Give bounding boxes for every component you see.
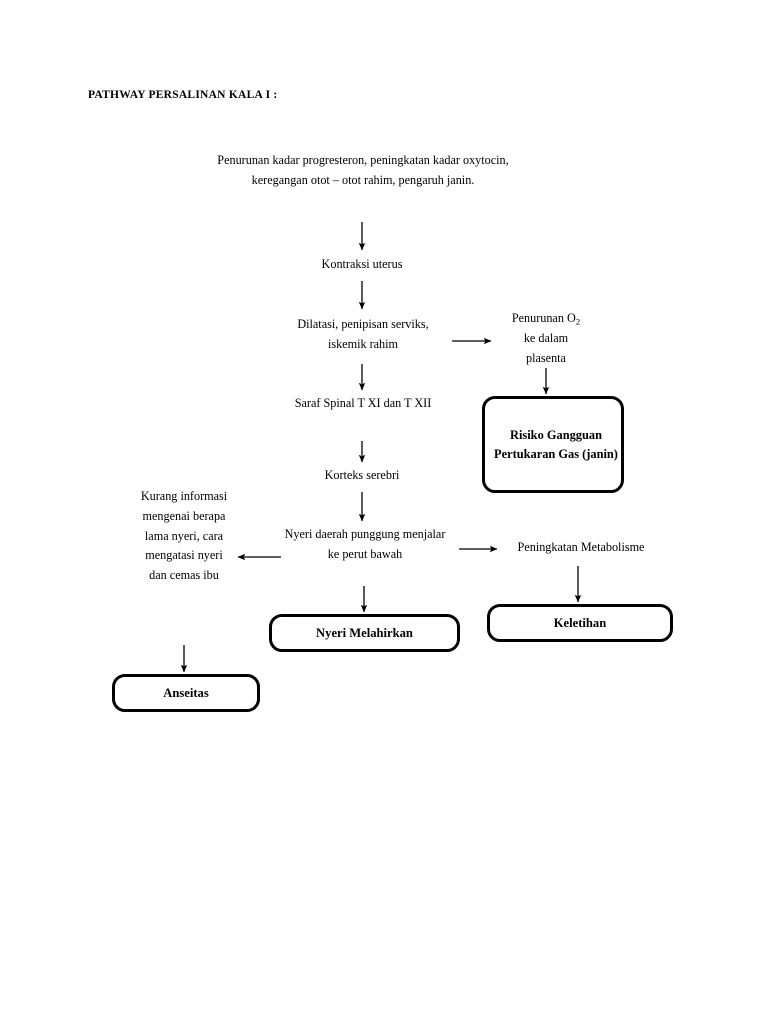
node-kontraksi-uterus: Kontraksi uterus (321, 257, 403, 271)
node-nyeri-punggung: Nyeri daerah punggung menjalar ke perut … (284, 527, 446, 561)
box-risiko-gangguan-pertukaran-gas[interactable]: Risiko Gangguan Pertukaran Gas (janin) (482, 396, 624, 493)
box-keletihan-label: Keletihan (553, 615, 607, 630)
box-keletihan[interactable]: Keletihan (487, 604, 673, 642)
node-korteks-serebri: Korteks serebri (324, 468, 400, 482)
box-nyeri-melahirkan[interactable]: Nyeri Melahirkan (269, 614, 460, 652)
box-nyeri-melahirkan-label: Nyeri Melahirkan (316, 625, 413, 640)
box-anseitas[interactable]: Anseitas (112, 674, 260, 712)
page-title: PATHWAY PERSALINAN KALA I : (88, 89, 278, 101)
penurunan-o2-line1: Penurunan O (511, 311, 576, 325)
penurunan-o2-line3: plasenta (526, 350, 566, 365)
node-trigger: Penurunan kadar progresteron, peningkata… (217, 153, 509, 187)
node-kurang-informasi: Kurang informasi mengenai berapa lama ny… (140, 489, 228, 583)
box-risiko-gangguan-label: Risiko Gangguan Pertukaran Gas (janin) (494, 427, 618, 461)
node-saraf-spinal: Saraf Spinal T XI dan T XII (294, 396, 432, 410)
box-anseitas-label: Anseitas (163, 685, 209, 700)
penurunan-o2-subscript: 2 (575, 316, 581, 327)
node-peningkatan-metabolisme: Peningkatan Metabolisme (517, 540, 645, 554)
node-penurunan-o2: Penurunan O2 ke dalam plasenta (483, 309, 609, 368)
node-dilatasi-penipisan: Dilatasi, penipisan serviks, iskemik rah… (297, 317, 429, 351)
penurunan-o2-line2: ke dalam (523, 330, 569, 345)
